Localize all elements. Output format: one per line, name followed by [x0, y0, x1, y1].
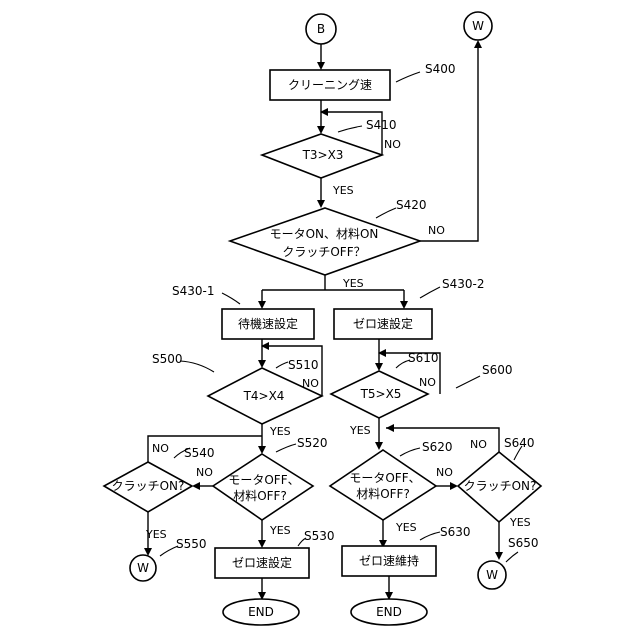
- svg-text:クラッチON?: クラッチON?: [464, 479, 537, 493]
- branch-yes-s410: YES: [332, 184, 354, 197]
- step-label-s610: S610: [408, 351, 439, 365]
- svg-text:ゼロ速維持: ゼロ速維持: [359, 553, 419, 568]
- branch-no-s410: NO: [384, 138, 401, 151]
- svg-text:クリーニング速: クリーニング速: [288, 78, 372, 92]
- process-zero-speed-setting-left: ゼロ速設定: [215, 548, 309, 578]
- start-connector-b: B: [306, 14, 336, 44]
- branch-yes-s540: YES: [145, 528, 167, 541]
- step-label-s500: S500: [152, 352, 183, 366]
- branch-no-s420: NO: [428, 224, 445, 237]
- step-label-s550: S550: [176, 537, 207, 551]
- svg-text:T5>X5: T5>X5: [360, 387, 402, 401]
- step-label-s540: S540: [184, 446, 215, 460]
- svg-text:クラッチOFF？: クラッチOFF？: [282, 245, 365, 259]
- decision-clutch-on-right: クラッチON?: [458, 452, 541, 522]
- process-zero-speed-maintain: ゼロ速維持: [342, 546, 436, 576]
- decision-motor-material-off-right: モータOFF、 材料OFF?: [330, 450, 436, 520]
- terminal-end-left: END: [223, 599, 299, 625]
- svg-text:W: W: [486, 568, 498, 582]
- end-connector-w-top: W: [464, 12, 492, 40]
- svg-text:T4>X4: T4>X4: [243, 389, 285, 403]
- step-label-s420: S420: [396, 198, 427, 212]
- step-label-s410: S410: [366, 118, 397, 132]
- process-zero-speed-setting-mid: ゼロ速設定: [334, 309, 432, 339]
- svg-text:材料OFF?: 材料OFF?: [356, 487, 410, 501]
- step-label-s430-1: S430-1: [172, 284, 215, 298]
- branch-yes-s620: YES: [395, 521, 417, 534]
- end-connector-w-right: W: [478, 561, 506, 589]
- branch-yes-s420: YES: [342, 277, 364, 290]
- svg-text:W: W: [137, 561, 149, 575]
- svg-text:W: W: [472, 19, 484, 33]
- step-label-s530: S530: [304, 529, 335, 543]
- process-standby-speed-setting: 待機速設定: [222, 309, 314, 339]
- step-label-s650: S650: [508, 536, 539, 550]
- svg-text:END: END: [376, 605, 402, 619]
- svg-text:END: END: [248, 605, 274, 619]
- step-label-s510: S510: [288, 358, 319, 372]
- branch-yes-s520: YES: [269, 524, 291, 537]
- branch-no-s620: NO: [436, 466, 453, 479]
- step-label-s620: S620: [422, 440, 453, 454]
- branch-no-s520: NO: [196, 466, 213, 479]
- branch-yes-s640: YES: [509, 516, 531, 529]
- branch-no-s540: NO: [152, 442, 169, 455]
- decision-motor-material-off-left: モータOFF、 材料OFF?: [213, 454, 313, 520]
- svg-text:クラッチON?: クラッチON?: [112, 479, 185, 493]
- step-label-s400: S400: [425, 62, 456, 76]
- decision-clutch-on-left: クラッチON?: [104, 462, 192, 512]
- svg-text:ゼロ速設定: ゼロ速設定: [232, 555, 292, 570]
- svg-text:モータON、材料ON: モータON、材料ON: [270, 227, 379, 241]
- svg-text:B: B: [317, 22, 325, 36]
- step-label-s600: S600: [482, 363, 513, 377]
- decision-t5-x5: T5>X5: [331, 371, 428, 418]
- decision-t3-x3: T3>X3: [262, 134, 382, 178]
- branch-no-s610: NO: [419, 376, 436, 389]
- terminal-end-right: END: [351, 599, 427, 625]
- svg-text:ゼロ速設定: ゼロ速設定: [353, 316, 413, 331]
- step-label-s630: S630: [440, 525, 471, 539]
- branch-no-s640: NO: [470, 438, 487, 451]
- svg-text:待機速設定: 待機速設定: [238, 316, 298, 331]
- branch-yes-s610: YES: [349, 424, 371, 437]
- svg-text:T3>X3: T3>X3: [302, 148, 344, 162]
- branch-yes-s510: YES: [269, 425, 291, 438]
- svg-text:モータOFF、: モータOFF、: [349, 471, 420, 485]
- process-cleaning-speed: クリーニング速: [270, 70, 390, 100]
- step-label-s430-2: S430-2: [442, 277, 485, 291]
- step-label-s640: S640: [504, 436, 535, 450]
- step-label-s520: S520: [297, 436, 328, 450]
- decision-motor-material-clutch: モータON、材料ON クラッチOFF？: [230, 208, 420, 275]
- end-connector-w-left: W: [130, 555, 156, 581]
- svg-text:モータOFF、: モータOFF、: [228, 473, 299, 487]
- svg-text:材料OFF?: 材料OFF?: [233, 489, 287, 503]
